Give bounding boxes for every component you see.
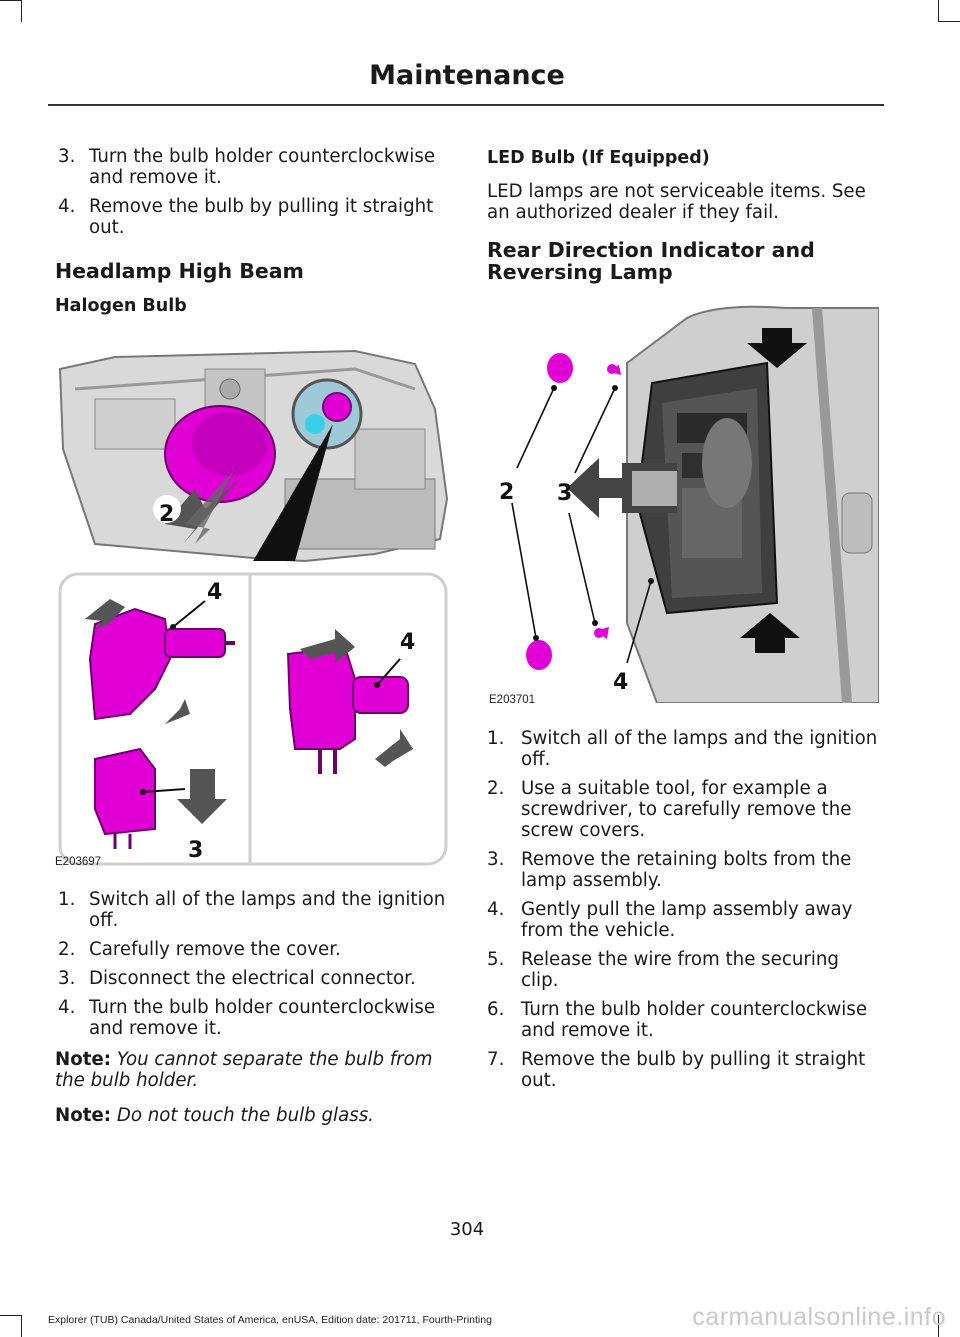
figure-code: E203697 xyxy=(55,856,102,868)
note: Note: You cannot separate the bulb from … xyxy=(55,1049,433,1091)
list-item: 1. Switch all of the lamps and the ignit… xyxy=(487,728,878,770)
list-item: 3. Remove the retaining bolts from the l… xyxy=(487,849,852,891)
crop-mark xyxy=(0,0,22,1)
right-column: LED Bulb (If Equipped) LED lamps are not… xyxy=(487,146,882,1099)
list-item: 2. Carefully remove the cover. xyxy=(58,939,341,960)
headlamp-illustration: 2 4 3 xyxy=(58,349,449,866)
paragraph: LED lamps are not serviceable items. See… xyxy=(487,181,866,223)
header-divider xyxy=(48,104,884,106)
list-item: 3. Disconnect the electrical connector. xyxy=(58,968,416,989)
callout-label: 3 xyxy=(557,481,572,506)
crop-mark xyxy=(938,21,960,22)
callout-label: 2 xyxy=(499,480,514,505)
page-number: 304 xyxy=(449,1219,485,1240)
list-item: 1. Switch all of the lamps and the ignit… xyxy=(58,889,446,931)
rear-lamp-figure: 2 3 4 E203701 xyxy=(487,303,882,728)
list-item: 4. Gently pull the lamp assembly away fr… xyxy=(487,899,853,941)
callout-label: 3 xyxy=(188,838,203,863)
callout-label: 2 xyxy=(159,502,174,527)
callout-label: 4 xyxy=(613,670,628,695)
subsection-heading: LED Bulb (If Equipped) xyxy=(487,148,710,168)
subsection-heading: Halogen Bulb xyxy=(55,296,187,316)
list-item: 2. Use a suitable tool, for example a sc… xyxy=(487,778,852,841)
headlamp-figure: 2 4 3 xyxy=(55,329,449,889)
callout-label: 4 xyxy=(400,630,415,655)
list-item: 6. Turn the bulb holder counterclockwise… xyxy=(487,999,868,1041)
list-item: 5. Release the wire from the securing cl… xyxy=(487,949,839,991)
rear-lamp-illustration: 2 3 4 xyxy=(499,305,880,704)
list-item: 4. Turn the bulb holder counterclockwise… xyxy=(58,997,436,1039)
crop-mark xyxy=(0,1315,22,1316)
note: Note: Do not touch the bulb glass. xyxy=(55,1105,374,1126)
list-item: 3. Turn the bulb holder counterclockwise… xyxy=(58,146,436,188)
list-item: 7. Remove the bulb by pulling it straigh… xyxy=(487,1049,866,1091)
crop-mark xyxy=(21,1315,22,1337)
callout-label: 4 xyxy=(207,580,222,605)
page-title: Maintenance xyxy=(369,60,565,91)
edition-footer: Explorer (TUB) Canada/United States of A… xyxy=(48,1314,492,1326)
watermark: carmanualsonline.info xyxy=(692,1303,946,1331)
list-item: 4. Remove the bulb by pulling it straigh… xyxy=(58,196,434,238)
section-heading: Rear Direction Indicator and Reversing L… xyxy=(487,238,815,284)
section-heading: Headlamp High Beam xyxy=(55,259,304,283)
figure-code: E203701 xyxy=(489,694,536,706)
crop-mark xyxy=(21,0,22,22)
left-column: 3. Turn the bulb holder counterclockwise… xyxy=(55,146,449,1140)
crop-mark xyxy=(938,1315,939,1337)
crop-mark xyxy=(938,0,939,22)
